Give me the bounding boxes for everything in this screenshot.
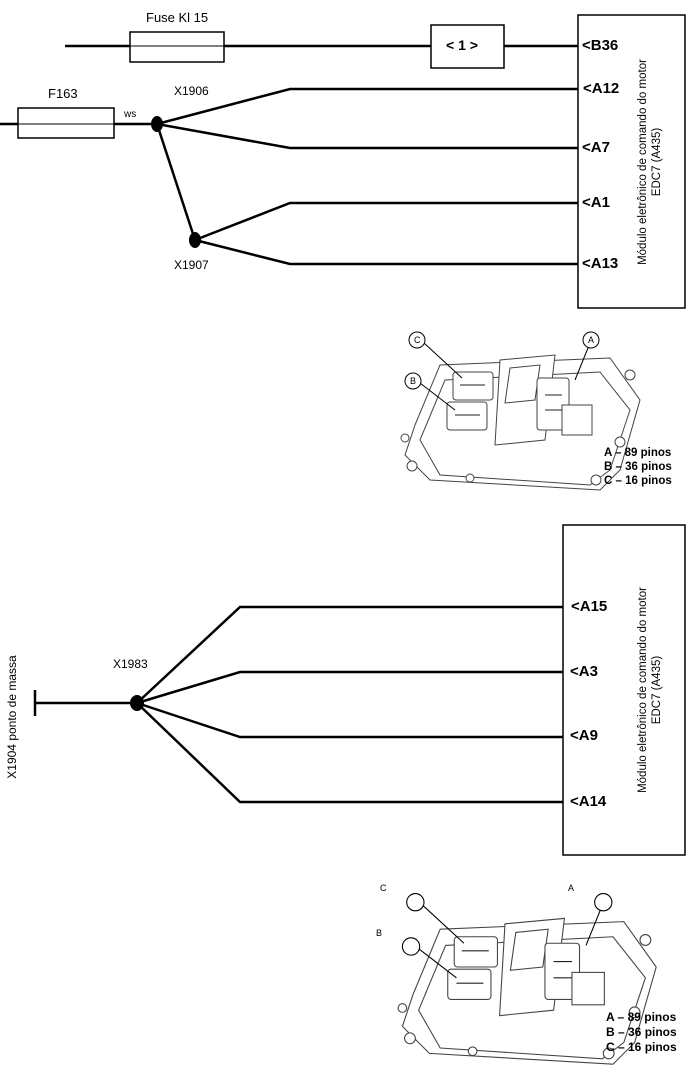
ecu-box-bottom [562, 524, 686, 856]
wire-a13 [194, 238, 578, 266]
splice-x1983 [130, 695, 144, 711]
ecu-label-line2: EDC7 (A435) [651, 655, 663, 725]
pin-a9: <A9 [570, 727, 598, 744]
pin-a15: <A15 [571, 598, 608, 615]
ground-label: X1904 ponto de massa [5, 655, 19, 779]
ecu-label-line1: Módulo eletrônico de comando do motor [637, 587, 649, 793]
x1906-label: X1906 [174, 84, 209, 98]
wire-a3 [136, 670, 563, 705]
pin-a14: <A14 [570, 793, 607, 810]
wire-a12 [156, 87, 578, 126]
x1983-label: X1983 [113, 657, 148, 671]
top-wiring [0, 14, 686, 309]
wire-x1906-x1907 [155, 123, 197, 241]
pin-b36: <B36 [582, 37, 619, 54]
pin-a7: <A7 [582, 139, 610, 156]
legend-a: A – 89 pinos [606, 1010, 677, 1024]
fuse-f163 [17, 107, 115, 139]
component-1-label: < 1 > [446, 37, 478, 53]
pin-a13: <A13 [582, 255, 619, 272]
ecu-label-bottom: Módulo eletrônico de comando do motor ED… [636, 550, 666, 830]
wire-a1 [194, 201, 578, 242]
ecu-box-top [577, 14, 686, 309]
legend-b: B – 36 pinos [606, 1025, 677, 1039]
legend-b: B – 36 pinos [604, 461, 672, 473]
pin-a3: <A3 [570, 663, 598, 680]
wire-a15 [136, 605, 563, 704]
pin-a1: <A1 [582, 194, 610, 211]
pin-legend-bottom: A – 89 pinos B – 36 pinos C – 16 pinos [606, 1010, 677, 1055]
component-1-box [430, 24, 505, 69]
pin-a12: <A12 [583, 80, 620, 97]
legend-c: C – 16 pinos [604, 475, 672, 487]
fuse-kl15 [129, 31, 225, 63]
x1907-label: X1907 [174, 258, 209, 272]
fuse-kl15-label: Fuse Kl 15 [146, 10, 209, 25]
f163-label: F163 [48, 86, 78, 101]
splice-x1907 [189, 232, 201, 248]
wire-a14 [136, 702, 563, 804]
wire-a9 [136, 701, 563, 739]
ws-label: ws [124, 109, 137, 120]
pin-legend-top: A – 89 pinos B – 36 pinos C – 16 pinos [604, 446, 672, 488]
legend-a: A – 89 pinos [604, 447, 672, 459]
wire-a7 [156, 122, 578, 150]
splice-x1906 [151, 116, 163, 132]
legend-c: C – 16 pinos [606, 1040, 677, 1054]
